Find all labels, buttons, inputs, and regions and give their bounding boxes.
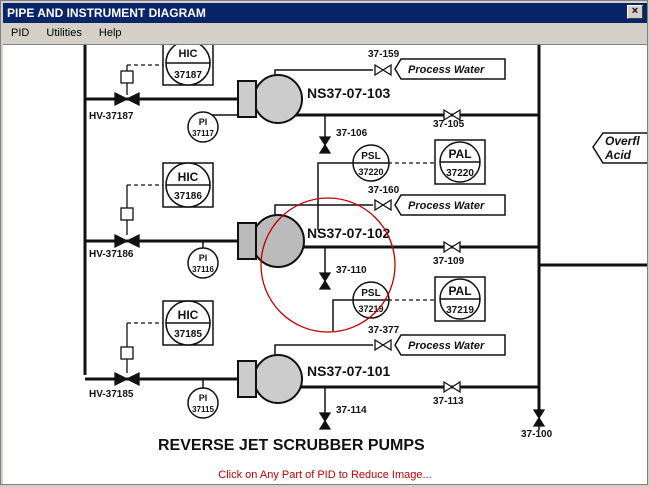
menu-help[interactable]: Help xyxy=(98,27,122,39)
psl-line-37220 xyxy=(317,162,353,230)
valve-icon-37-106[interactable] xyxy=(318,136,332,154)
process-water-label-1: Process Water xyxy=(408,64,485,76)
process-water-label-3: Process Water xyxy=(408,340,485,352)
title-bar: PIPE AND INSTRUMENT DIAGRAM × xyxy=(3,3,647,23)
hand-valve-icon-37187[interactable] xyxy=(114,91,140,107)
psl-line-37219 xyxy=(332,299,353,331)
menu-bar: PID Utilities Help xyxy=(3,24,647,43)
water-valve-label-37-159: 37-159 xyxy=(368,49,400,60)
valve-icon-37-160[interactable] xyxy=(374,198,392,212)
menu-pid[interactable]: PID xyxy=(11,27,30,39)
process-water-tag-3[interactable] xyxy=(394,334,506,356)
pump-101[interactable] xyxy=(237,354,303,404)
close-button[interactable]: × xyxy=(627,5,643,19)
water-valve-label-37-160: 37-160 xyxy=(368,185,400,196)
drain-valve-label-37-114: 37-114 xyxy=(336,405,367,416)
psl-label-37220: PSL xyxy=(361,151,380,162)
pi-label-37115: PI xyxy=(199,393,208,403)
offpage-label-1: Overfl xyxy=(605,134,640,148)
hv-label-37186: HV-37186 xyxy=(89,249,134,260)
psl-label-37219: PSL xyxy=(361,288,380,299)
window-title: PIPE AND INSTRUMENT DIAGRAM xyxy=(7,6,206,20)
pi-tag-37117: 37117 xyxy=(192,129,214,138)
valve-icon-37-114[interactable] xyxy=(318,412,332,430)
hic-label-37185: HIC xyxy=(178,308,199,322)
actuator-37187[interactable] xyxy=(120,70,134,84)
pal-label-37220: PAL xyxy=(448,147,471,161)
hic-label-37187: HIC xyxy=(179,48,198,60)
pump-103[interactable] xyxy=(237,74,303,124)
process-water-label-2: Process Water xyxy=(408,200,485,212)
pal-label-37219: PAL xyxy=(448,284,471,298)
hic-tag-37186: 37186 xyxy=(174,191,202,202)
valve-icon-37-105[interactable] xyxy=(443,108,461,122)
discharge-valve-label-37-105: 37-105 xyxy=(433,119,465,130)
discharge-valve-label-37-113: 37-113 xyxy=(433,396,464,407)
pi-label-37116: PI xyxy=(199,253,208,263)
hand-valve-icon-37185[interactable] xyxy=(114,371,140,387)
hic-tag-37185: 37185 xyxy=(174,329,202,340)
hic-tag-37187: 37187 xyxy=(174,70,202,81)
header-valve-label-37-100: 37-100 xyxy=(521,429,553,440)
valve-icon-37-109[interactable] xyxy=(443,240,461,254)
actuator-37186[interactable] xyxy=(120,207,134,221)
pid-drawing[interactable]: Process Water Process Water Process Wate… xyxy=(3,45,647,484)
pi-tag-37116: 37116 xyxy=(192,265,214,274)
pal-tag-37220: 37220 xyxy=(446,168,474,179)
hv-label-37187: HV-37187 xyxy=(89,111,134,122)
pi-bubble-37115[interactable] xyxy=(187,387,219,419)
drain-valve-label-37-106: 37-106 xyxy=(336,128,368,139)
pump-label-103: NS37-07-103 xyxy=(307,85,390,101)
pi-bubble-37117[interactable] xyxy=(187,111,219,143)
drain-valve-label-37-110: 37-110 xyxy=(336,265,367,276)
psl-tag-37220: 37220 xyxy=(358,167,383,177)
water-valve-label-37-377: 37-377 xyxy=(368,325,400,336)
pal-tag-37219: 37219 xyxy=(446,305,474,316)
pi-label-37117: PI xyxy=(199,117,208,127)
zoom-highlight-circle xyxy=(260,197,396,333)
valve-icon-37-110[interactable] xyxy=(318,272,332,290)
pump-102[interactable] xyxy=(237,214,305,268)
actuator-37185[interactable] xyxy=(120,346,134,360)
offpage-connector[interactable] xyxy=(592,132,647,164)
process-water-tag-2[interactable] xyxy=(394,194,506,216)
menu-utilities[interactable]: Utilities xyxy=(46,27,82,39)
diagram-title: REVERSE JET SCRUBBER PUMPS xyxy=(158,437,425,454)
pump-label-101: NS37-07-101 xyxy=(307,363,390,379)
process-water-tag-1[interactable] xyxy=(394,58,506,80)
valve-icon-37-159[interactable] xyxy=(374,63,392,77)
valve-icon-37-100[interactable] xyxy=(532,409,546,427)
status-message: Click on Any Part of PID to Reduce Image… xyxy=(218,469,432,481)
psl-tag-37219: 37219 xyxy=(358,304,383,314)
pi-tag-37115: 37115 xyxy=(192,405,214,414)
discharge-valve-label-37-109: 37-109 xyxy=(433,256,465,267)
pid-canvas[interactable]: Process Water Process Water Process Wate… xyxy=(3,44,647,484)
valve-icon-37-377[interactable] xyxy=(374,338,392,352)
pump-label-102: NS37-07-102 xyxy=(307,225,390,241)
valve-icon-37-113[interactable] xyxy=(443,380,461,394)
hv-label-37185: HV-37185 xyxy=(89,389,134,400)
hic-label-37186: HIC xyxy=(178,170,199,184)
hand-valve-icon-37186[interactable] xyxy=(114,233,140,249)
pi-bubble-37116[interactable] xyxy=(187,247,219,279)
offpage-label-2: Acid xyxy=(604,148,632,162)
